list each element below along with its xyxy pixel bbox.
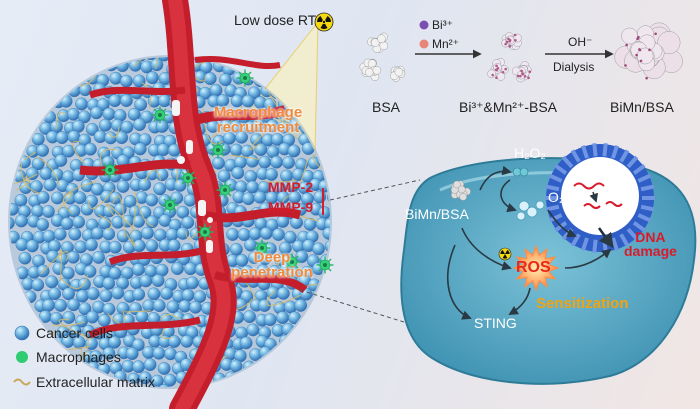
intermediate-label: Bi³⁺&Mn²⁺-BSA — [459, 99, 558, 115]
cancer-cell-legend-icon — [14, 325, 30, 341]
bi-ion-label: Bi³⁺ — [432, 18, 453, 32]
legend-extracellular-matrix: Extracellular matrix — [36, 374, 156, 390]
h2o2-label: H₂O₂ — [514, 145, 546, 161]
blood-vessel — [79, 0, 308, 409]
bi-ion-dot — [419, 20, 429, 30]
cell-nanoparticle-label: BiMn/BSA — [405, 206, 469, 222]
mmp2-label: MMP-2 — [268, 179, 314, 195]
macrophage-legend-icon — [16, 351, 28, 363]
deep-penetration-label: Deep penetration — [231, 249, 313, 281]
matrix-legend-icon — [13, 378, 31, 386]
legend-cancer-cells: Cancer cells — [36, 325, 114, 341]
process-label: Dialysis — [553, 60, 595, 74]
reaction-graphics — [447, 165, 612, 320]
radiation-icon-small — [498, 247, 512, 261]
arrow-ros-to-dna — [564, 248, 612, 269]
legend-markers — [13, 325, 31, 386]
ros-burst — [512, 244, 560, 292]
mmp9-label: MMP-9 — [268, 199, 314, 215]
dna-damage-label: DNA damage — [624, 229, 677, 259]
arrow-nano-to-ros — [461, 227, 512, 271]
mn-ion-dot — [419, 39, 429, 49]
h2o2-molecule — [512, 167, 529, 177]
bsa-label: BSA — [372, 99, 401, 115]
macrophage-group — [101, 69, 334, 274]
radiation-icon — [314, 12, 334, 32]
arrow-ros-down — [508, 287, 531, 315]
sting-label: STING — [474, 315, 517, 331]
arrow-to-sting — [447, 244, 472, 320]
mn-ion-label: Mn²⁺ — [432, 37, 459, 51]
zoom-line-top — [329, 179, 421, 201]
legend-macrophages: Macrophages — [36, 349, 121, 365]
arrow-nano-to-h2o2 — [479, 165, 512, 191]
o2-label: O₂ — [548, 189, 565, 205]
sensitization-label: Sensitization — [536, 295, 629, 312]
arrow-h2o2-to-o2 — [500, 179, 517, 213]
o2-bubbles — [516, 200, 545, 221]
arrow-o2-to-nucleus — [547, 209, 577, 238]
macrophage-recruitment-label: Macrophage recruitment — [213, 104, 303, 136]
ros-label: ROS — [516, 259, 551, 276]
synthesis-scheme — [359, 20, 683, 83]
product-label: BiMn/BSA — [610, 99, 674, 115]
radiation-label: Low dose RT — [234, 12, 317, 28]
nucleus — [545, 143, 655, 253]
reagent-label: OH⁻ — [568, 35, 593, 49]
